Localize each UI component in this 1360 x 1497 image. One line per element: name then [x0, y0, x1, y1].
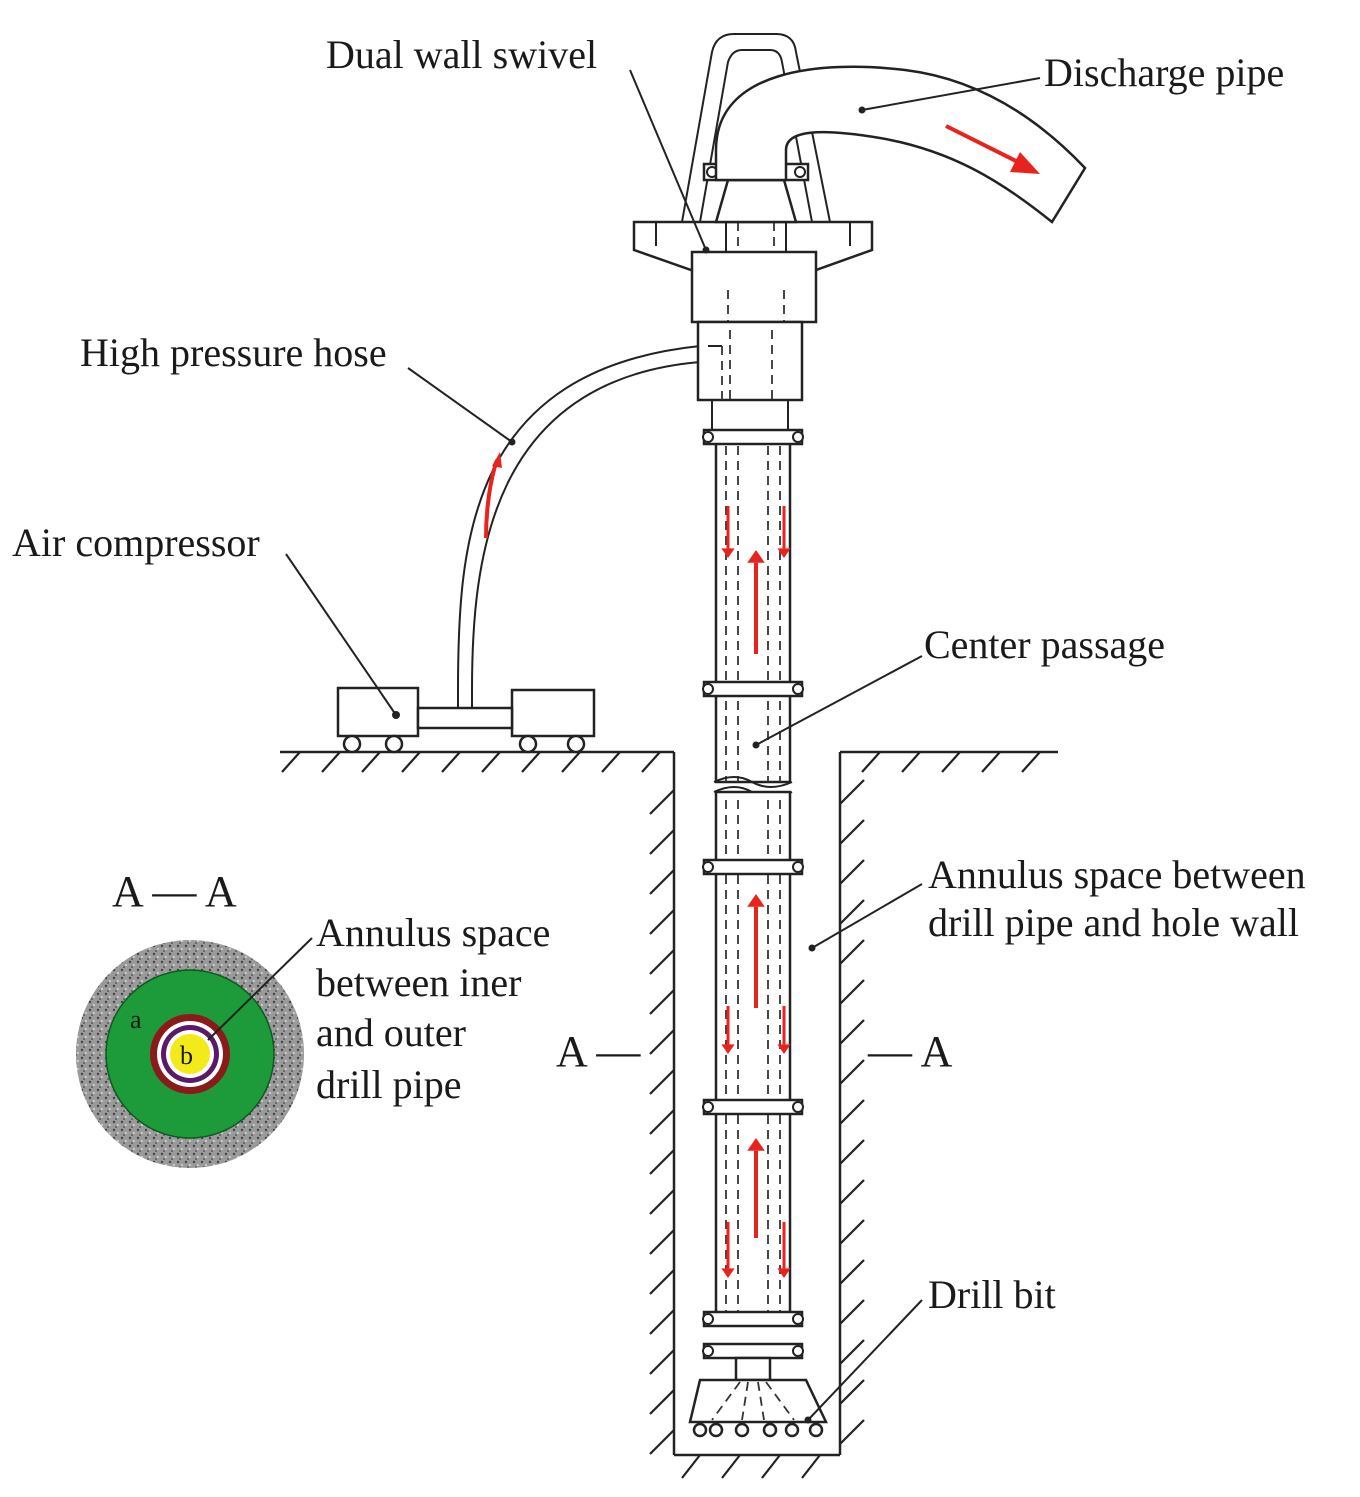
pipe-coupling — [702, 1310, 804, 1328]
cross-section-a-a: A — A a b — [76, 867, 304, 1168]
drill-string — [696, 320, 816, 1360]
label-annulus-hole-line2: drill pipe and hole wall — [928, 900, 1299, 945]
annulus-down-arrow — [777, 1006, 791, 1054]
pipe-coupling — [702, 858, 804, 876]
air-compressor — [336, 686, 596, 754]
annulus-down-arrow — [777, 506, 791, 558]
hose-flow-arrow — [484, 452, 502, 539]
annulus-down-arrow — [777, 1222, 791, 1278]
annulus-down-arrow — [721, 1006, 735, 1054]
annulus-down-arrow — [721, 1222, 735, 1278]
label-annulus-pipe-line1: Annulus space — [316, 910, 550, 955]
bit-tooth — [734, 1422, 750, 1438]
pipe-coupling — [702, 1098, 804, 1116]
pipe-flow-arrows — [721, 506, 791, 1278]
label-annulus-pipe-line4: drill pipe — [316, 1062, 462, 1107]
center-up-arrow — [747, 550, 765, 654]
cross-section-title: A — A — [112, 867, 237, 916]
bit-tooth — [808, 1422, 824, 1438]
pipe-coupling — [702, 1342, 804, 1360]
discharge-flow-arrow — [945, 124, 1040, 174]
label-center-passage: Center passage — [924, 622, 1165, 667]
annulus-down-arrow — [721, 506, 735, 558]
label-annulus-hole-line1: Annulus space between — [928, 852, 1306, 897]
bit-tooth — [762, 1422, 778, 1438]
label-discharge-pipe: Discharge pipe — [1044, 50, 1284, 95]
labels: Dual wall swivel Discharge pipe High pre… — [12, 32, 1306, 1317]
center-up-arrow — [747, 1138, 765, 1238]
label-annulus-pipe-line2: between iner — [316, 960, 521, 1005]
center-up-arrow — [747, 894, 765, 1008]
center-passage-b — [170, 1034, 210, 1074]
section-marks: A — — A — [556, 1027, 953, 1076]
bit-tooth — [784, 1422, 800, 1438]
label-dual-wall-swivel: Dual wall swivel — [326, 32, 597, 77]
pipe-coupling — [702, 428, 804, 446]
section-mark-left: A — — [556, 1027, 641, 1076]
pipe-coupling — [702, 680, 804, 698]
label-drill-bit: Drill bit — [928, 1272, 1056, 1317]
dual-wall-swivel — [632, 33, 874, 324]
bit-tooth — [692, 1422, 708, 1438]
discharge-pipe — [714, 65, 1087, 224]
ground-surface — [280, 750, 1058, 773]
zone-label-b: b — [180, 1041, 193, 1070]
zone-label-a: a — [130, 1005, 142, 1034]
label-high-pressure-hose: High pressure hose — [80, 330, 387, 375]
label-annulus-pipe-line3: and outer — [316, 1010, 466, 1055]
high-pressure-hose — [457, 345, 701, 708]
bit-tooth — [708, 1422, 724, 1438]
leader-lines — [207, 69, 1041, 1421]
label-air-compressor: Air compressor — [12, 520, 260, 565]
section-mark-right: — A — [867, 1027, 953, 1076]
drill-bit — [688, 1356, 828, 1438]
borehole-wall — [649, 752, 865, 1479]
